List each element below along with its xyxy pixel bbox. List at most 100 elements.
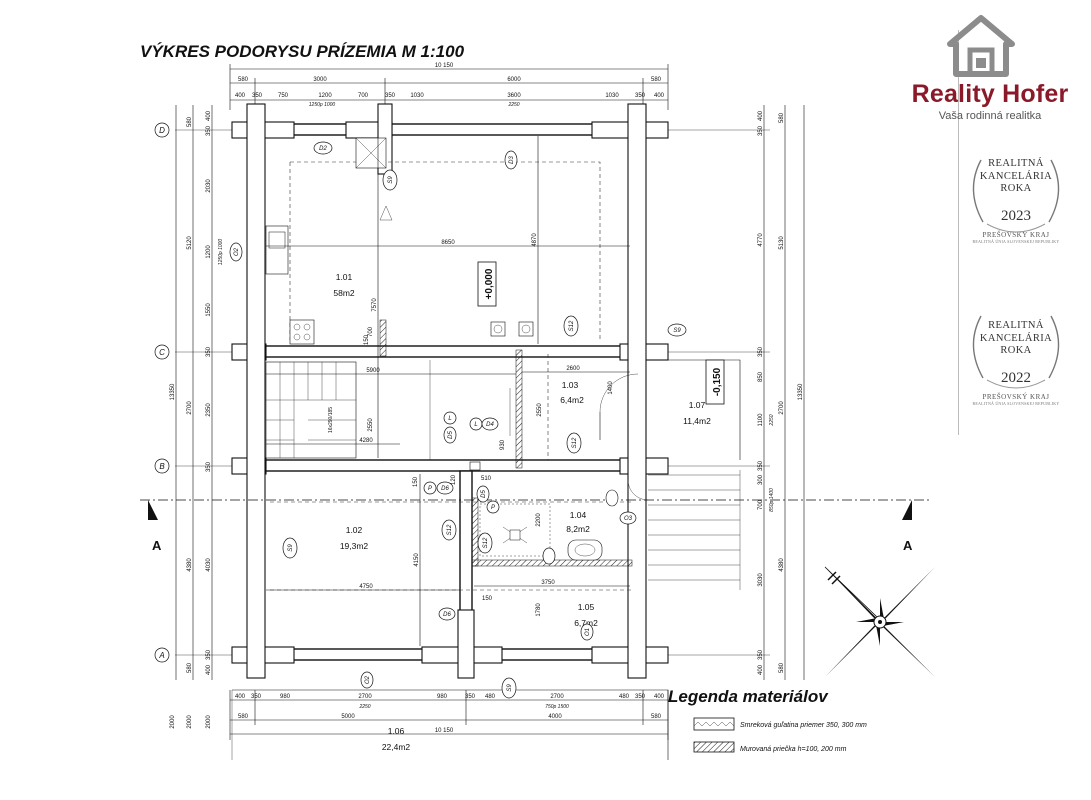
bathroom-fixtures — [479, 489, 619, 561]
dim-left-i5: 350 — [206, 346, 212, 357]
dim-left-o1: 5120 — [187, 236, 193, 250]
dim-150c: 150 — [482, 596, 493, 602]
dim-top-r1-2: 6000 — [507, 77, 521, 83]
staircase: 16x290/185 — [265, 361, 357, 459]
award-2022-sub: REALITNÁ ÚNIA SLOVENSKEJ REPUBLIKY — [972, 400, 1060, 406]
dim-left-i4: 1550 — [206, 303, 212, 317]
ceiling-lines — [270, 161, 632, 591]
level-marks: +0,000 -0,150 — [477, 261, 725, 405]
tag-l-1: L — [448, 416, 451, 422]
dim-bot-r2-1: 5000 — [341, 714, 355, 720]
dim-left-sub: 1250p 1000 — [218, 239, 224, 266]
award-2022-year: 2022 — [1001, 369, 1031, 386]
dim-right-i0: 400 — [758, 110, 764, 121]
dim-right-o0: 580 — [779, 112, 785, 123]
legend-swatch-log — [693, 717, 735, 731]
dim-top-r2-7: 3600 — [507, 93, 521, 99]
room-1-07-id: 1.07 — [689, 400, 706, 410]
drawing-title: VÝKRES PODORYSU PRÍZEMIA M 1:100 — [140, 42, 465, 61]
room-1-01-area: 58m2 — [333, 288, 355, 298]
bottom-dimensions: 400 350 980 2700 980 350 480 2700 480 35… — [229, 690, 669, 740]
axis-b-bubble — [154, 458, 170, 474]
laurel-icon — [972, 315, 1060, 389]
dim-top-r2-10: 400 — [654, 93, 665, 99]
right-dimensions: 13350 580 5130 2700 4380 580 400 350 477… — [758, 105, 805, 680]
section-mark-left: A — [152, 538, 162, 553]
svg-text:2000: 2000 — [206, 715, 212, 729]
room-1-02-id: 1.02 — [346, 525, 363, 535]
tag-s9-1: S9 — [388, 176, 394, 184]
dim-bot-r1-9: 350 — [635, 694, 646, 700]
dim-top-sub-0: 1250p 1000 — [309, 102, 336, 108]
dim-left-i1: 350 — [206, 125, 212, 136]
north-arrow-icon — [824, 566, 935, 677]
dim-top-r2-4: 700 — [358, 93, 369, 99]
dim-4280: 4280 — [359, 438, 373, 444]
kitchen-fixtures — [265, 137, 534, 345]
legend-title: Legenda materiálov — [668, 687, 829, 706]
tag-s12-3: S12 — [447, 524, 453, 535]
axis-d-bubble — [154, 122, 170, 138]
tag-s12-4: S12 — [483, 537, 489, 548]
stair-spec: 16x290/185 — [328, 407, 334, 433]
brand-name: Reality Hofer — [911, 80, 1069, 108]
dim-right-i11: 400 — [758, 664, 764, 675]
log-corners — [231, 103, 669, 679]
tag-p-1: P — [428, 486, 432, 492]
tag-d6-1: D6 — [441, 486, 449, 492]
dim-150b: 150 — [413, 476, 419, 487]
room-1-05-id: 1.05 — [578, 602, 595, 612]
tag-s9-4: S9 — [507, 684, 513, 692]
dim-bot-r1-10: 400 — [654, 694, 665, 700]
dim-7570: 7570 — [372, 298, 378, 312]
room-1-03-id: 1.03 — [562, 380, 579, 390]
dim-120: 120 — [451, 474, 457, 485]
inner-dimensions: 8650 4870 7570 5900 2600 1400 2550 2550 … — [266, 136, 630, 646]
dim-510: 510 — [481, 476, 492, 482]
element-tags: S9 D2 D3 O2 S9 S12 S12 L L D4 D5 P D6 D5… — [229, 141, 687, 699]
dim-left-overall: 13350 — [170, 383, 176, 400]
award-2023-line2: KANCELÁRIA — [979, 170, 1053, 182]
dim-bot-r1-0: 400 — [235, 694, 246, 700]
award-2023-line1: REALITNÁ — [988, 158, 1044, 169]
toilet — [605, 489, 619, 507]
dim-top-r1-1: 3000 — [313, 77, 327, 83]
dim-right-overall: 13350 — [798, 383, 804, 400]
axis-d-label: D — [159, 126, 165, 135]
top-dimensions: 10 150 580 3000 6000 580 400 350 750 120… — [229, 63, 669, 110]
axis-a-bubble — [154, 647, 170, 663]
house-logo-icon — [947, 15, 1015, 77]
tag-o1: O1 — [585, 628, 591, 636]
tag-d5-2: D5 — [481, 490, 487, 498]
dim-left-o3: 4380 — [187, 558, 193, 572]
room-1-04-area: 8,2m2 — [566, 524, 590, 534]
dim-right-o3: 4380 — [779, 558, 785, 572]
dim-bot-r1-3: 2700 — [358, 694, 372, 700]
dim-left-i3: 1200 — [206, 245, 212, 259]
room-1-05-area: 6,7m2 — [574, 618, 598, 628]
tag-d5-1: D5 — [448, 431, 454, 439]
dim-right-i4: 850 — [758, 371, 764, 382]
legend-item-partition: Murovaná priečka h=100, 200 mm — [740, 746, 847, 753]
dim-bot-sub-0: 2250 — [358, 704, 370, 710]
floor-plan-drawing: VÝKRES PODORYSU PRÍZEMIA M 1:100 10 150 … — [140, 42, 935, 760]
award-2022-line1: REALITNÁ — [988, 320, 1044, 331]
dim-left-o0: 580 — [187, 116, 193, 127]
tag-s12-1: S12 — [569, 320, 575, 331]
dim-left-i10: 400 — [206, 664, 212, 675]
axis-b-label: B — [159, 462, 165, 471]
tag-o2-2: O2 — [365, 675, 371, 684]
dim-4150: 4150 — [414, 553, 420, 567]
svg-text:2000: 2000 — [187, 715, 193, 729]
dim-top-r1-3: 580 — [651, 77, 662, 83]
dim-bot-r1-2: 980 — [280, 694, 291, 700]
dim-right-i8: 700 — [758, 499, 764, 510]
dim-top-r2-3: 1200 — [318, 93, 332, 99]
room-1-01-id: 1.01 — [336, 272, 353, 282]
award-2023-line3: ROKA — [1000, 183, 1032, 194]
dim-left-i6: 2350 — [206, 403, 212, 417]
dim-top-r2-6: 1030 — [410, 93, 424, 99]
svg-text:2000: 2000 — [170, 715, 176, 729]
axis-c-label: C — [159, 348, 165, 357]
dim-bot-r1-1: 350 — [251, 694, 262, 700]
